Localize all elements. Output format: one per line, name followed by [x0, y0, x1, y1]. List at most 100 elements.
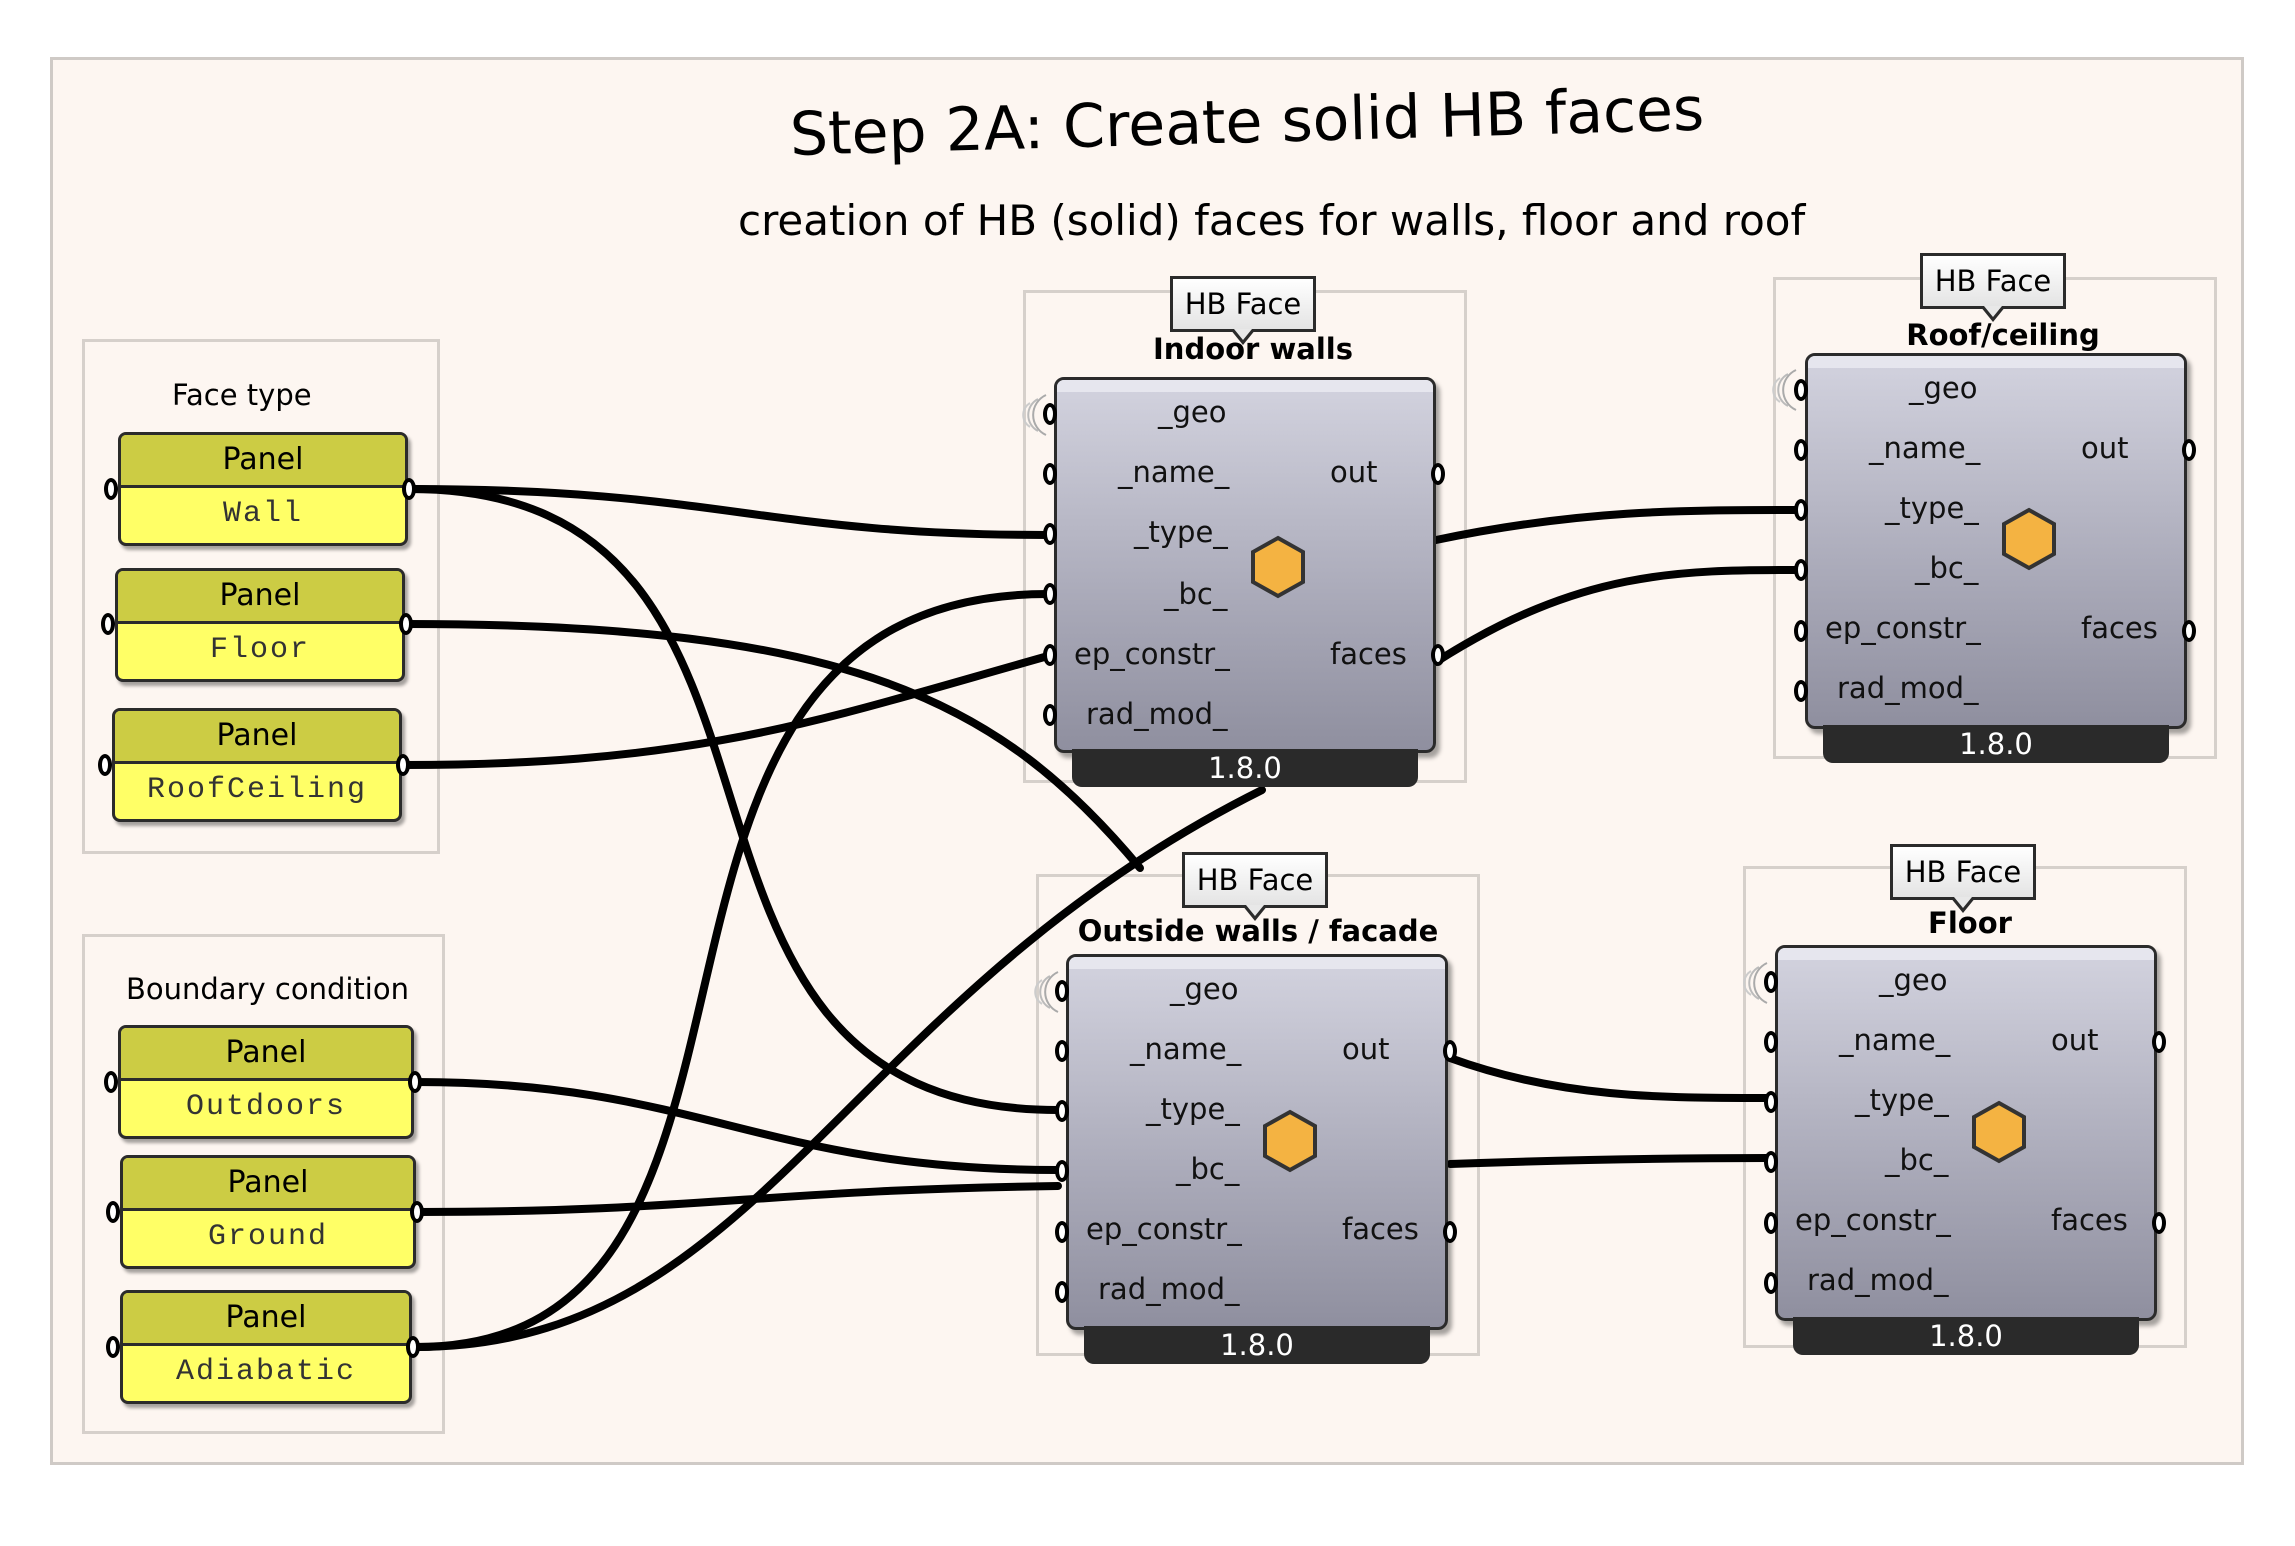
- input-bc[interactable]: _bc_: [1885, 1143, 1949, 1177]
- panel-ground-output-grip[interactable]: [410, 1201, 424, 1223]
- panel-roofceiling-output-grip[interactable]: [396, 754, 410, 776]
- panel-roofceiling[interactable]: Panel RoofCeiling: [112, 708, 402, 822]
- outside-input-grip-epconstr[interactable]: [1055, 1221, 1069, 1243]
- panel-wall-input-grip[interactable]: [104, 478, 118, 500]
- roof-input-grip-geo[interactable]: [1794, 379, 1808, 401]
- panel-header: Panel: [121, 1028, 411, 1081]
- input-geo[interactable]: _geo: [1909, 371, 1978, 405]
- indoor-input-grip-epconstr[interactable]: [1043, 644, 1057, 666]
- input-type[interactable]: _type_: [1855, 1083, 1949, 1117]
- roof-input-grip-radmod[interactable]: [1794, 680, 1808, 702]
- input-geo[interactable]: _geo: [1879, 963, 1948, 997]
- input-type[interactable]: _type_: [1885, 491, 1979, 525]
- output-out[interactable]: out: [1330, 455, 1378, 489]
- input-bc[interactable]: _bc_: [1915, 551, 1979, 585]
- input-name[interactable]: _name_: [1869, 431, 1981, 465]
- output-out[interactable]: out: [1342, 1032, 1390, 1066]
- floor-input-grip-geo[interactable]: [1764, 971, 1778, 993]
- component-body[interactable]: [1805, 353, 2187, 729]
- roof-output-grip-faces[interactable]: [2182, 620, 2196, 642]
- input-ep-constr[interactable]: ep_constr_: [1074, 637, 1230, 671]
- input-rad-mod[interactable]: rad_mod_: [1086, 697, 1228, 731]
- input-bc[interactable]: _bc_: [1164, 577, 1228, 611]
- input-type[interactable]: _type_: [1146, 1092, 1240, 1126]
- roof-input-grip-epconstr[interactable]: [1794, 620, 1808, 642]
- indoor-output-grip-out[interactable]: [1431, 463, 1445, 485]
- component-body[interactable]: [1775, 945, 2157, 1321]
- input-rad-mod[interactable]: rad_mod_: [1807, 1263, 1949, 1297]
- panel-floor-output-grip[interactable]: [399, 613, 413, 635]
- component-version: 1.8.0: [1823, 725, 2169, 763]
- indoor-output-grip-faces[interactable]: [1431, 644, 1445, 666]
- panel-adiabatic-output-grip[interactable]: [406, 1336, 420, 1358]
- input-name[interactable]: _name_: [1118, 455, 1230, 489]
- floor-input-grip-bc[interactable]: [1764, 1151, 1778, 1173]
- wireless-input-icon: [1743, 962, 1768, 1004]
- panel-floor-input-grip[interactable]: [101, 613, 115, 635]
- roof-input-grip-type[interactable]: [1794, 499, 1808, 521]
- hb-face-roof-ceiling[interactable]: _geo _name_ _type_ _bc_ ep_constr_ rad_m…: [1805, 353, 2187, 773]
- roof-input-grip-name[interactable]: [1794, 439, 1808, 461]
- indoor-input-grip-bc[interactable]: [1043, 583, 1057, 605]
- panel-outdoors-output-grip[interactable]: [408, 1071, 422, 1093]
- floor-input-grip-epconstr[interactable]: [1764, 1212, 1778, 1234]
- output-out[interactable]: out: [2051, 1023, 2099, 1057]
- indoor-input-grip-radmod[interactable]: [1043, 704, 1057, 726]
- hb-face-indoor-walls[interactable]: _geo _name_ _type_ _bc_ ep_constr_ rad_m…: [1054, 377, 1436, 797]
- roof-output-grip-out[interactable]: [2182, 439, 2196, 461]
- input-name[interactable]: _name_: [1839, 1023, 1951, 1057]
- floor-input-grip-name[interactable]: [1764, 1031, 1778, 1053]
- honeybee-hexagon-icon: [1251, 535, 1305, 599]
- hb-face-floor[interactable]: _geo _name_ _type_ _bc_ ep_constr_ rad_m…: [1775, 945, 2157, 1365]
- panel-roofceiling-input-grip[interactable]: [98, 754, 112, 776]
- component-nickname-roof-ceiling: Roof/ceiling: [1906, 318, 2100, 352]
- group-label-face-type: Face type: [172, 378, 312, 412]
- input-bc[interactable]: _bc_: [1176, 1152, 1240, 1186]
- floor-output-grip-faces[interactable]: [2152, 1212, 2166, 1234]
- input-ep-constr[interactable]: ep_constr_: [1795, 1203, 1951, 1237]
- outside-input-grip-name[interactable]: [1055, 1040, 1069, 1062]
- output-faces[interactable]: faces: [2051, 1203, 2128, 1237]
- wireless-input-icon: [1022, 394, 1047, 436]
- panel-wall[interactable]: Panel Wall: [118, 432, 408, 546]
- input-geo[interactable]: _geo: [1170, 972, 1239, 1006]
- panel-outdoors[interactable]: Panel Outdoors: [118, 1025, 414, 1139]
- output-out[interactable]: out: [2081, 431, 2129, 465]
- outside-input-grip-type[interactable]: [1055, 1100, 1069, 1122]
- component-version: 1.8.0: [1084, 1326, 1430, 1364]
- floor-input-grip-type[interactable]: [1764, 1091, 1778, 1113]
- outside-input-grip-radmod[interactable]: [1055, 1281, 1069, 1303]
- output-faces[interactable]: faces: [1342, 1212, 1419, 1246]
- component-version: 1.8.0: [1072, 749, 1418, 787]
- input-geo[interactable]: _geo: [1158, 395, 1227, 429]
- outside-output-grip-faces[interactable]: [1443, 1221, 1457, 1243]
- hb-face-outside-walls[interactable]: _geo _name_ _type_ _bc_ ep_constr_ rad_m…: [1066, 954, 1448, 1374]
- outside-input-grip-geo[interactable]: [1055, 980, 1069, 1002]
- indoor-input-grip-geo[interactable]: [1043, 403, 1057, 425]
- panel-value: Wall: [222, 497, 303, 531]
- panel-header: Panel: [118, 571, 402, 624]
- input-name[interactable]: _name_: [1130, 1032, 1242, 1066]
- indoor-input-grip-type[interactable]: [1043, 523, 1057, 545]
- input-type[interactable]: _type_: [1134, 515, 1228, 549]
- input-rad-mod[interactable]: rad_mod_: [1098, 1272, 1240, 1306]
- input-ep-constr[interactable]: ep_constr_: [1825, 611, 1981, 645]
- roof-input-grip-bc[interactable]: [1794, 559, 1808, 581]
- panel-ground[interactable]: Panel Ground: [120, 1155, 416, 1269]
- output-faces[interactable]: faces: [1330, 637, 1407, 671]
- outside-input-grip-bc[interactable]: [1055, 1160, 1069, 1182]
- outside-output-grip-out[interactable]: [1443, 1040, 1457, 1062]
- floor-output-grip-out[interactable]: [2152, 1031, 2166, 1053]
- floor-input-grip-radmod[interactable]: [1764, 1272, 1778, 1294]
- panel-outdoors-input-grip[interactable]: [104, 1071, 118, 1093]
- panel-adiabatic-input-grip[interactable]: [106, 1336, 120, 1358]
- panel-wall-output-grip[interactable]: [402, 478, 416, 500]
- input-ep-constr[interactable]: ep_constr_: [1086, 1212, 1242, 1246]
- indoor-input-grip-name[interactable]: [1043, 463, 1057, 485]
- panel-floor[interactable]: Panel Floor: [115, 568, 405, 682]
- output-faces[interactable]: faces: [2081, 611, 2158, 645]
- wireless-input-icon: [1772, 369, 1797, 411]
- panel-adiabatic[interactable]: Panel Adiabatic: [120, 1290, 412, 1404]
- panel-ground-input-grip[interactable]: [106, 1201, 120, 1223]
- input-rad-mod[interactable]: rad_mod_: [1837, 671, 1979, 705]
